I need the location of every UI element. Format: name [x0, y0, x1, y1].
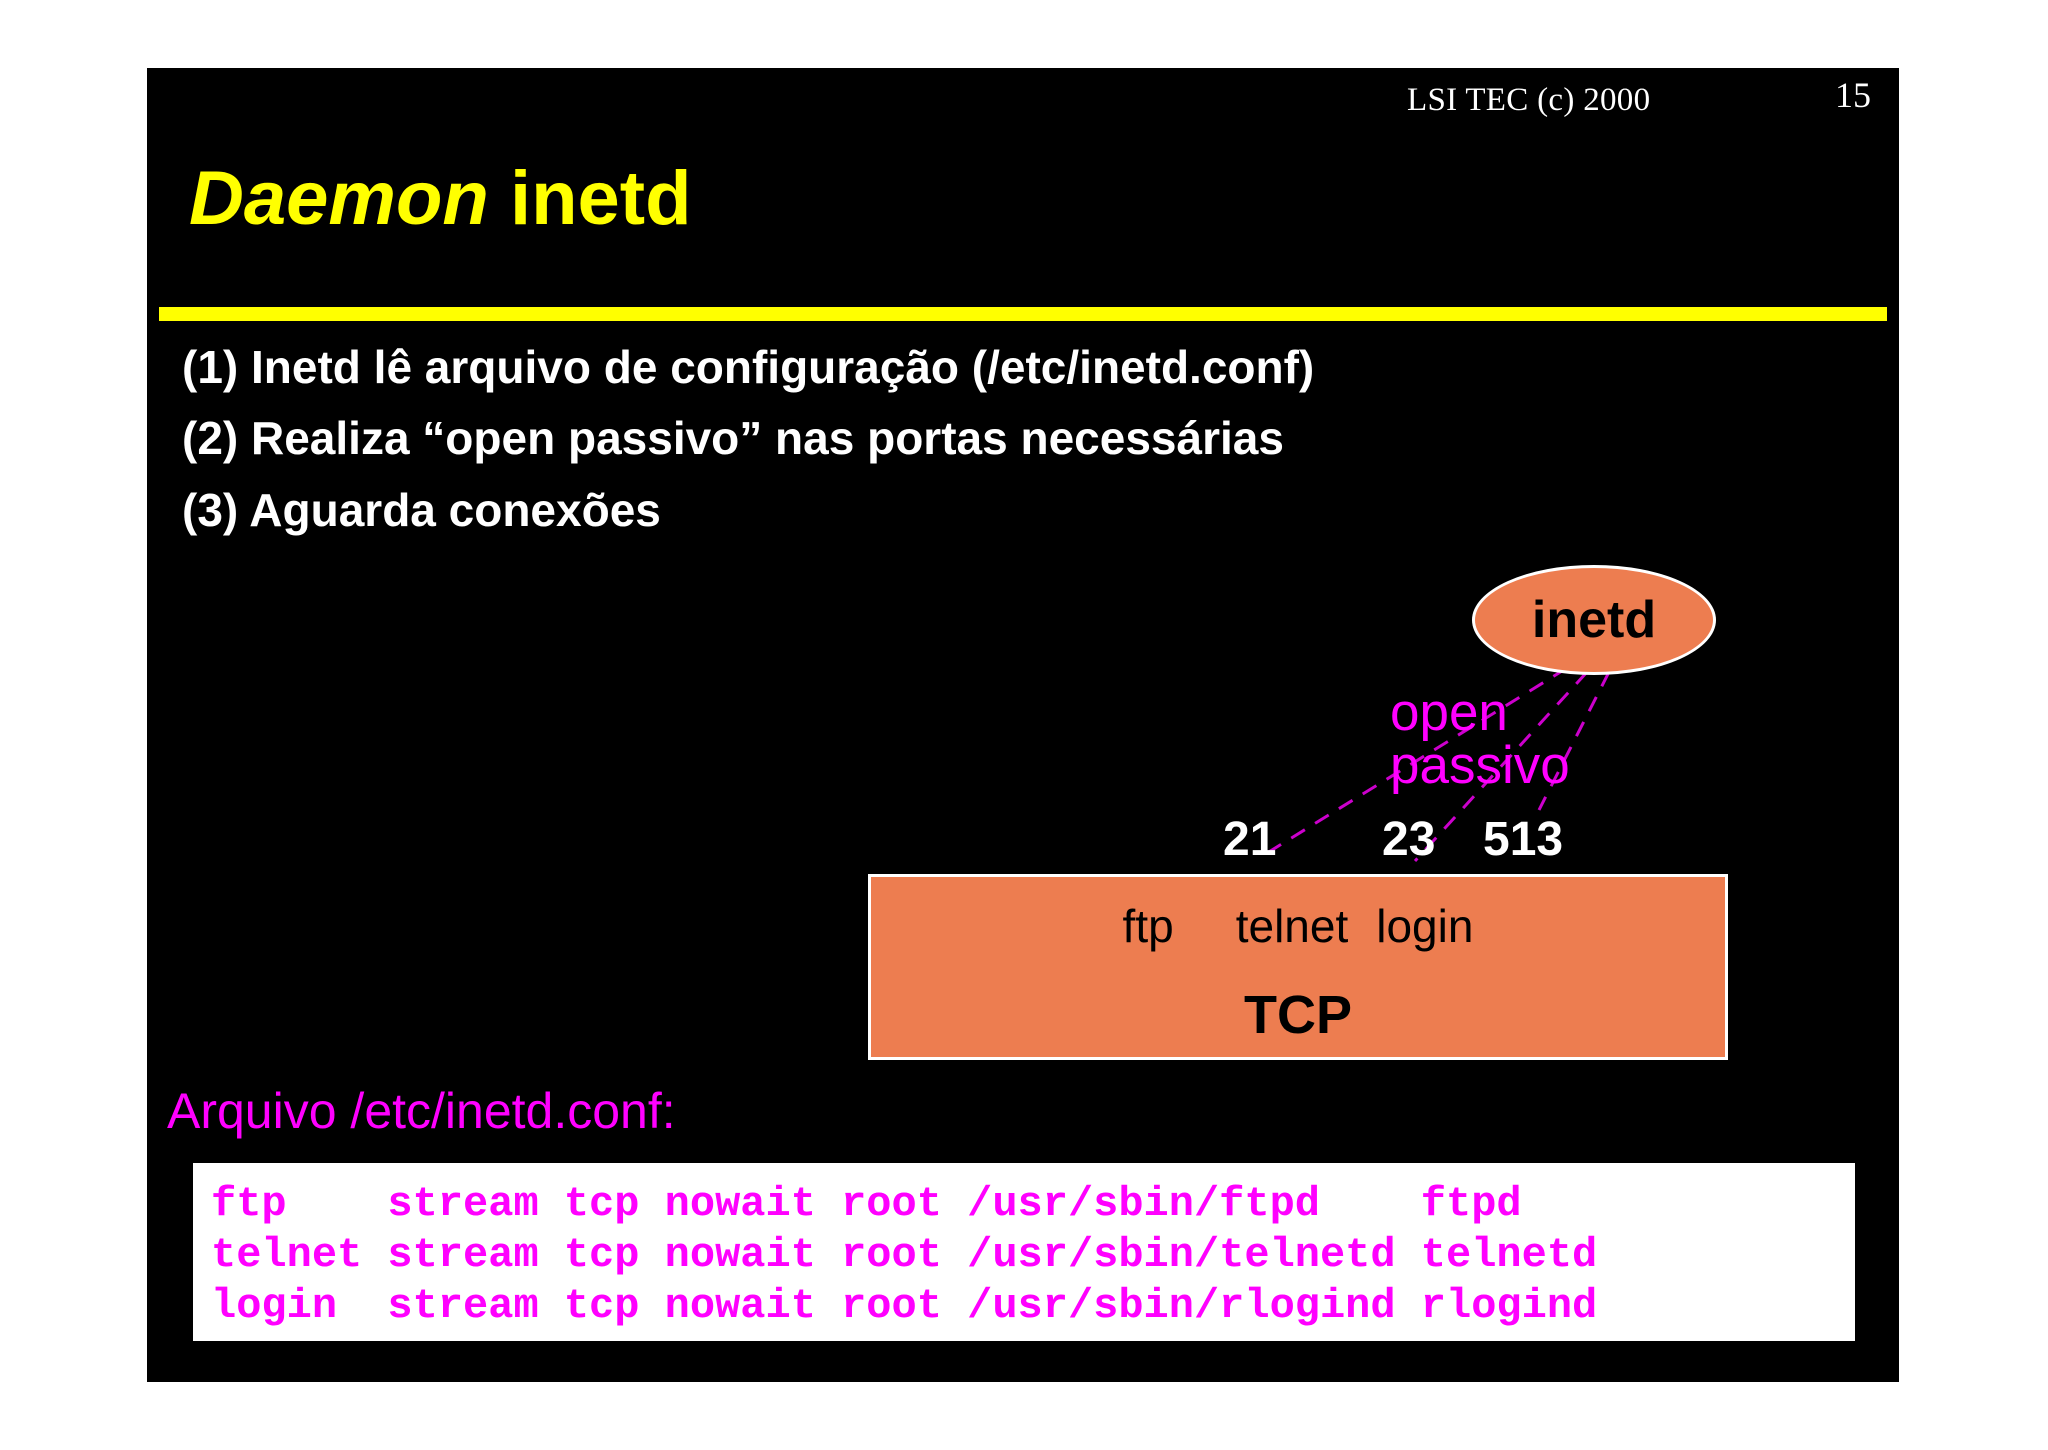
port-number-23: 23 — [1382, 813, 1436, 866]
inetd-node: inetd — [1472, 565, 1716, 675]
slide: LSI TEC (c) 2000 15 Daemon inetd (1) Ine… — [147, 68, 1899, 1382]
config-file-caption: Arquivo /etc/inetd.conf: — [167, 1083, 676, 1139]
service-label-login: login — [1376, 900, 1474, 952]
inetd-node-label: inetd — [1531, 591, 1657, 649]
tcp-protocol-box: ftp telnet login TCP — [868, 874, 1728, 1060]
service-label-telnet: telnet — [1235, 900, 1349, 952]
title-underline-rule — [159, 307, 1887, 321]
slide-title-rest: inetd — [488, 156, 692, 241]
config-line: ftp stream tcp nowait root /usr/sbin/ftp… — [211, 1180, 1522, 1228]
config-line: login stream tcp nowait root /usr/sbin/r… — [211, 1282, 1598, 1331]
slide-title-emphasis: Daemon — [189, 156, 489, 241]
port-number-21: 21 — [1223, 813, 1277, 866]
bullet-item: (1) Inetd lê arquivo de configuração (/e… — [182, 341, 1315, 393]
config-line: telnet stream tcp nowait root /usr/sbin/… — [211, 1231, 1598, 1280]
slide-title: Daemon inetd — [189, 161, 692, 237]
bullet-list: (1) Inetd lê arquivo de configuração (/e… — [182, 340, 1732, 554]
config-file-code-block: ftp stream tcp nowait root /usr/sbin/ftp… — [193, 1163, 1855, 1341]
bullet-item: (2) Realiza “open passivo” nas portas ne… — [182, 412, 1284, 465]
bullet-item: (3) Aguarda conexões — [182, 483, 661, 536]
tcp-protocol-label: TCP — [1244, 985, 1352, 1045]
tcp-service-labels: ftp telnet login — [871, 899, 1725, 953]
open-passivo-line1: open — [1390, 683, 1508, 742]
open-passivo-annotation: open passivo — [1390, 686, 1570, 792]
port-number-513: 513 — [1483, 813, 1564, 866]
open-passivo-line2: passivo — [1390, 736, 1570, 795]
slide-page-number: 15 — [1835, 75, 1871, 115]
service-label-ftp: ftp — [1122, 900, 1174, 952]
slide-header-organization: LSI TEC (c) 2000 — [1407, 82, 1651, 118]
